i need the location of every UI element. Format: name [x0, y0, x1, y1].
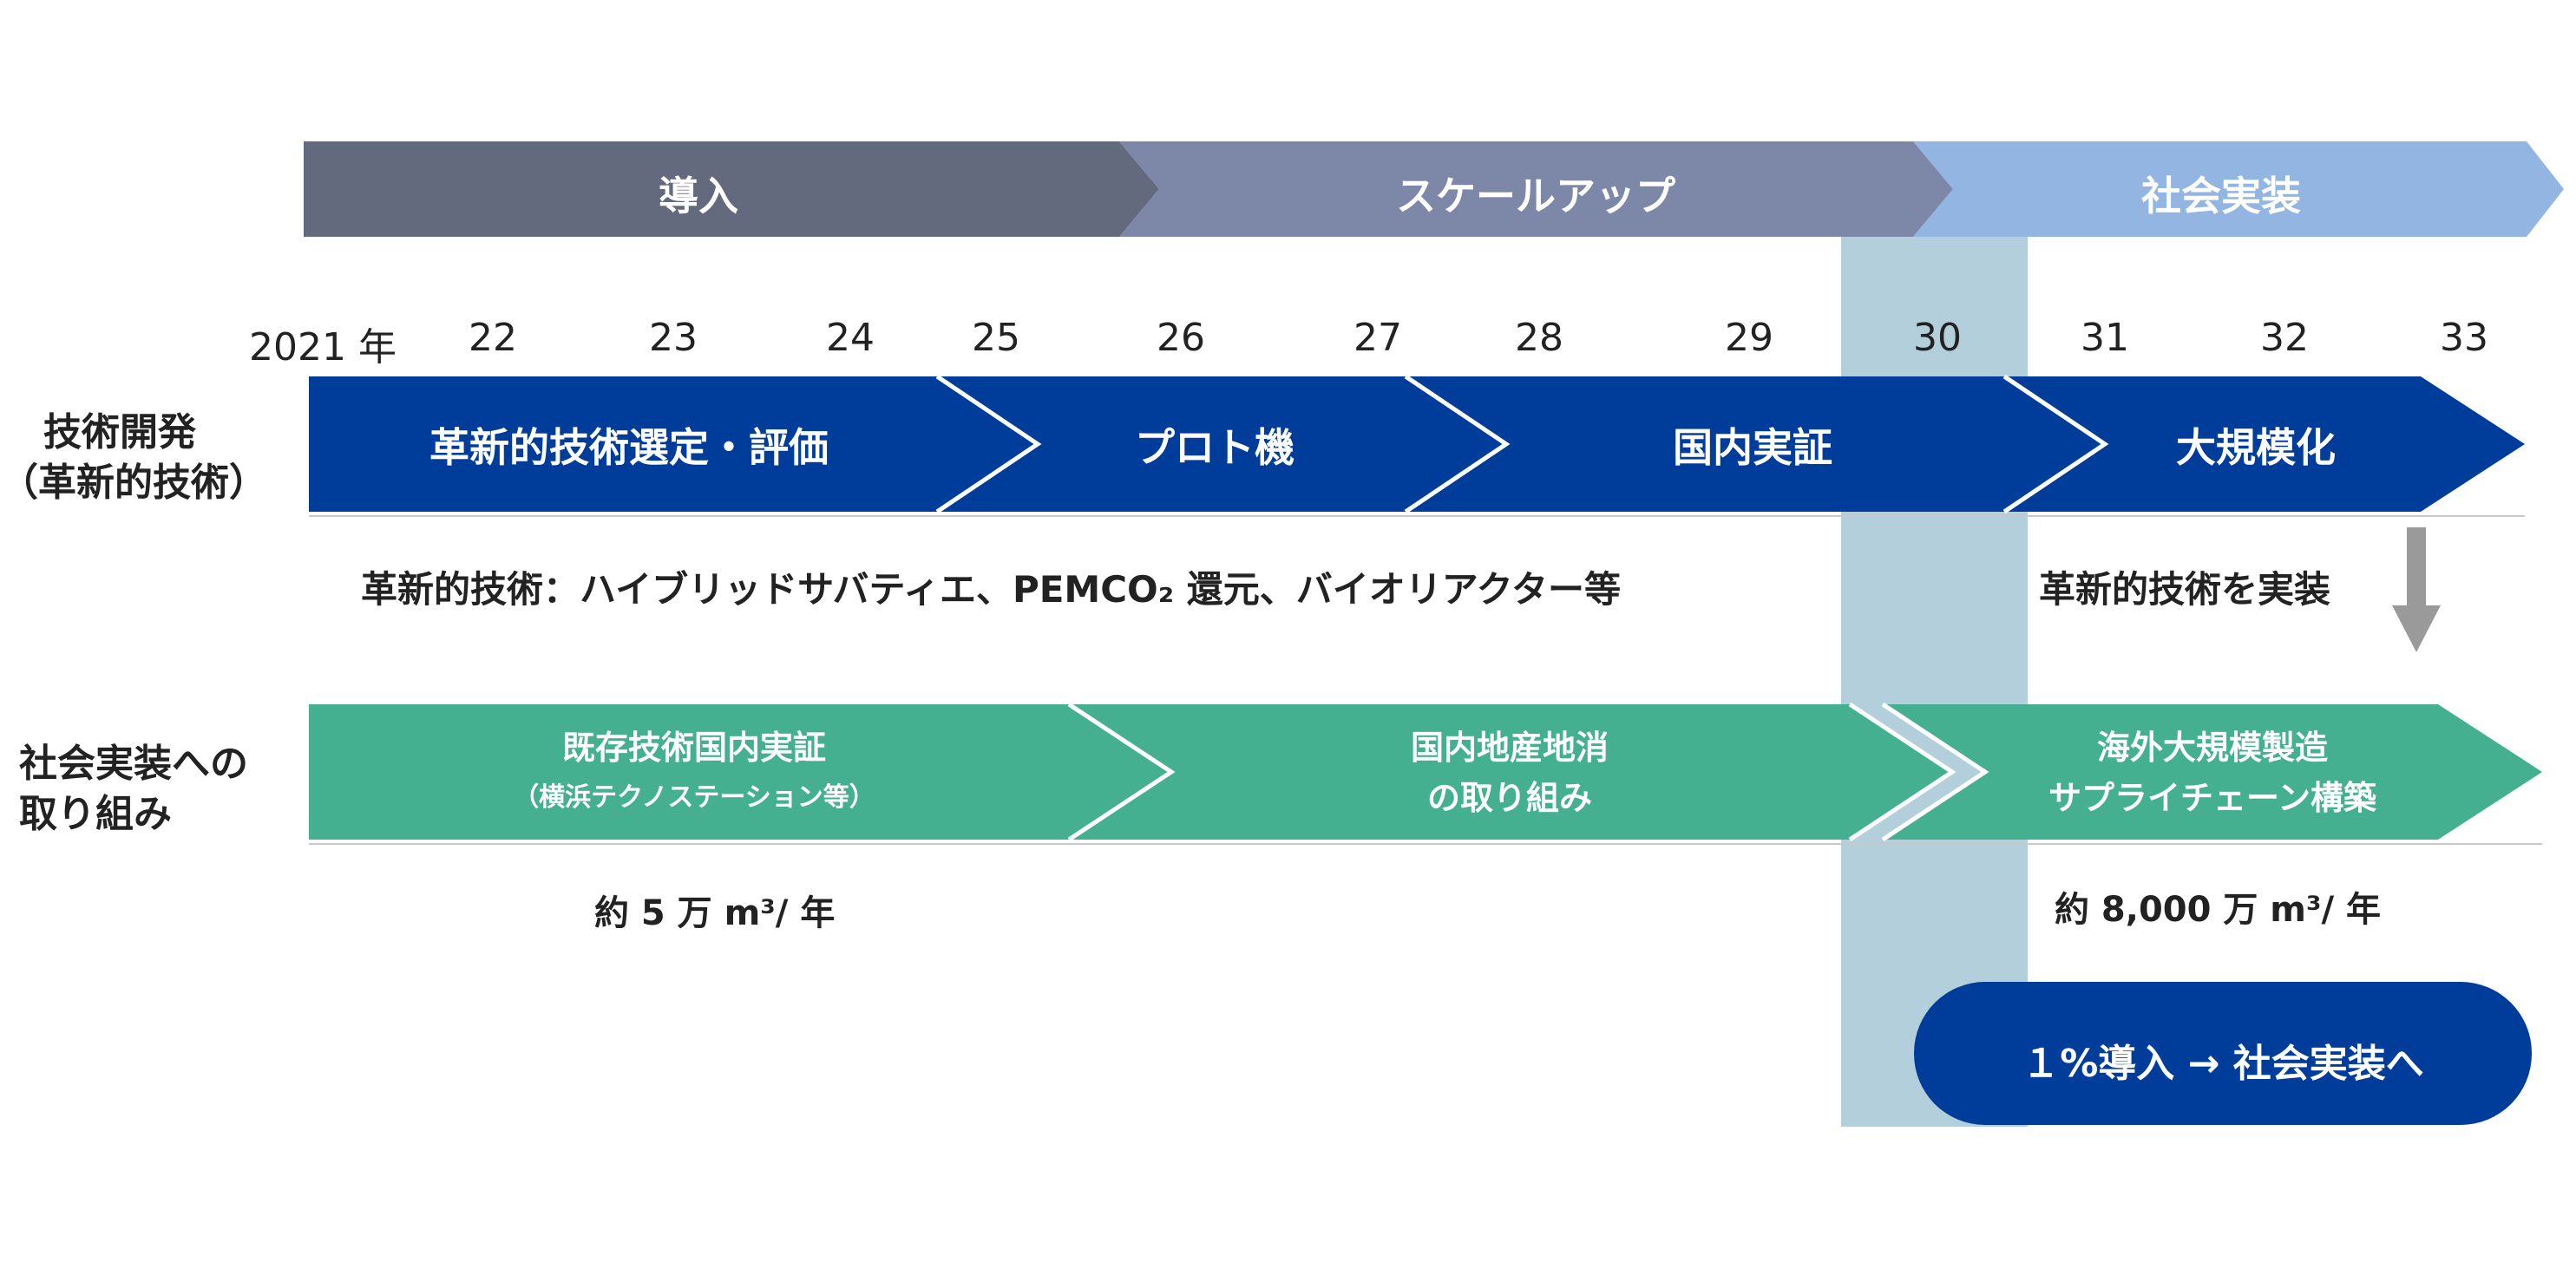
tech-stage-label-scale-up: 大規模化: [2176, 424, 2336, 471]
year-32: 32: [2260, 316, 2309, 360]
year-30: 30: [1913, 316, 1962, 360]
social-stage-label-existing-tech: 既存技術国内実証 （横浜テクノステーション等）: [347, 723, 1041, 823]
social-stage-label-overseas-supply: 海外大規模製造 サプライチェーン構築: [1996, 723, 2429, 823]
social-stage3-line2: サプライチェーン構築: [2048, 779, 2377, 817]
social-stage-local-production-arrow: [1069, 704, 1952, 840]
phase-label-social-implementation: 社会実装: [2141, 173, 2301, 219]
social-chevron-dividers: [1067, 702, 1989, 842]
goal-pill: [1914, 982, 2532, 1125]
down-arrow-shaft: [2407, 527, 2426, 607]
phase-band-social-implementation: [1913, 141, 2564, 237]
down-arrow-head: [2392, 605, 2441, 652]
tech-stage-prototype-arrow: [937, 376, 1506, 512]
year-28: 28: [1515, 316, 1563, 360]
row-label-tech-line2: （革新的技術）: [0, 461, 267, 505]
row-label-tech-line1: 技術開発: [43, 410, 196, 454]
volume-left: 約 5 万 m³/ 年: [594, 893, 836, 933]
social-stage1-line1: 既存技術国内実証: [561, 729, 826, 767]
year-25: 25: [972, 316, 1020, 360]
year-22: 22: [469, 316, 517, 360]
social-stage-label-local-production: 国内地産地消 の取り組み: [1189, 723, 1831, 823]
tech-stage-label-domestic-demo: 国内実証: [1673, 424, 1832, 471]
tech-stage-selection-arrow: [309, 376, 1038, 512]
goal-label: １%導入 → 社会実装へ: [2022, 1042, 2424, 1086]
social-stage1-line2: （横浜テクノステーション等）: [513, 782, 875, 813]
social-stage-existing-tech-arrow: [309, 704, 1171, 840]
volume-right: 約 8,000 万 m³/ 年: [2055, 890, 2382, 930]
tech-stage-label-selection: 革新的技術選定・評価: [429, 424, 829, 471]
tech-note-implement: 革新的技術を実装: [2039, 568, 2331, 611]
phase-band-introduction: [304, 141, 1159, 237]
tech-chevron-dividers: [935, 374, 2109, 514]
year-29: 29: [1725, 316, 1773, 360]
social-stage-overseas-supply-arrow: [1883, 704, 2542, 840]
phase-label-scaleup: スケールアップ: [1396, 173, 1675, 219]
year-2021: 2021 年: [249, 325, 397, 369]
year-27: 27: [1354, 316, 1402, 360]
year-26: 26: [1157, 316, 1205, 360]
row-label-social-line2: 取り組み: [19, 792, 172, 836]
social-stage3-line1: 海外大規模製造: [2096, 729, 2328, 767]
tech-note-innovative-technologies: 革新的技術：ハイブリッドサバティエ、PEMCO₂ 還元、バイオリアクター等: [361, 568, 1621, 611]
phase-label-introduction: 導入: [659, 173, 738, 219]
year-33: 33: [2440, 316, 2488, 360]
tech-stage-scale-up-arrow: [2004, 376, 2525, 512]
tech-stage-label-prototype: プロト機: [1135, 424, 1295, 471]
social-stage2-line1: 国内地産地消: [1410, 729, 1609, 767]
year-24: 24: [826, 316, 875, 360]
year-23: 23: [649, 316, 698, 360]
tech-stage-domestic-demo-arrow: [1406, 376, 2105, 512]
phase-band-scaleup: [1119, 141, 1953, 237]
row-label-social-line1: 社会実装への: [19, 742, 248, 786]
year-31: 31: [2081, 316, 2129, 360]
social-stage2-line2: の取り組み: [1426, 779, 1592, 817]
